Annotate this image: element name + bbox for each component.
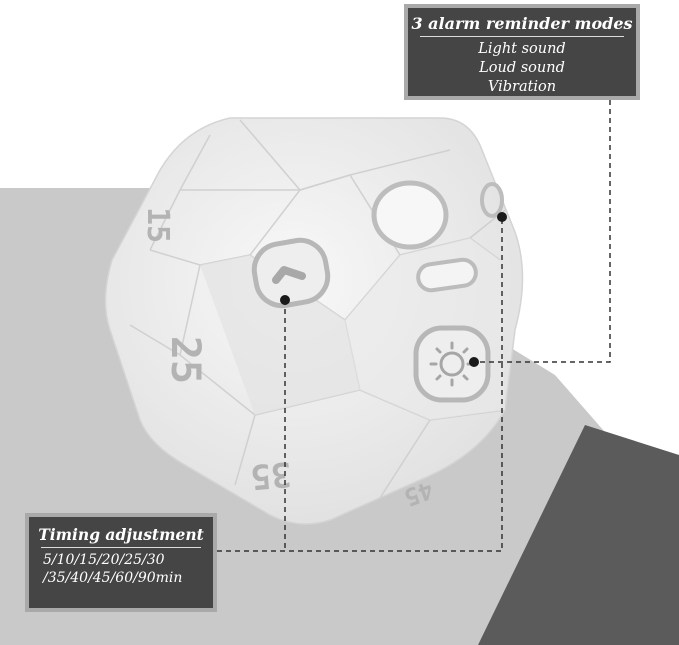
- timing-leader-dot-check: [280, 295, 290, 305]
- sound-port-icon: [480, 182, 504, 218]
- callout-divider: [420, 36, 624, 37]
- timing-values-line: /35/40/45/60/90min: [43, 570, 183, 586]
- backdrop-dark-panel: [478, 425, 679, 645]
- alarm-modes-title: 3 alarm reminder modes: [411, 14, 633, 33]
- timing-values-line: 5/10/15/20/25/30: [43, 552, 165, 568]
- timing-leader-dot-side: [497, 212, 507, 222]
- display-slot-icon: [416, 257, 478, 293]
- checkmark-icon[interactable]: [250, 236, 332, 310]
- timer-device: 15 25 35 45: [104, 117, 524, 525]
- dice-face-number: 35: [249, 453, 293, 496]
- callout-divider: [41, 547, 201, 548]
- timing-adjustment-title: Timing adjustment: [38, 525, 204, 544]
- light-sun-icon[interactable]: [413, 325, 491, 403]
- timing-leader-line: [217, 217, 503, 552]
- power-ring-icon[interactable]: [371, 180, 449, 250]
- alarm-mode-item: Light sound: [478, 41, 566, 57]
- alarm-leader-line: [474, 100, 611, 363]
- alarm-leader-dot: [469, 357, 479, 367]
- dice-face-number: 25: [162, 336, 208, 384]
- alarm-mode-item: Vibration: [487, 79, 557, 95]
- timing-adjustment-callout: Timing adjustment 5/10/15/20/25/30 /35/4…: [25, 513, 217, 612]
- dice-face-number: 15: [140, 207, 175, 243]
- shadow-facet: [200, 255, 360, 415]
- alarm-modes-callout: 3 alarm reminder modes Light sound Loud …: [404, 4, 640, 100]
- alarm-mode-item: Loud sound: [479, 60, 565, 76]
